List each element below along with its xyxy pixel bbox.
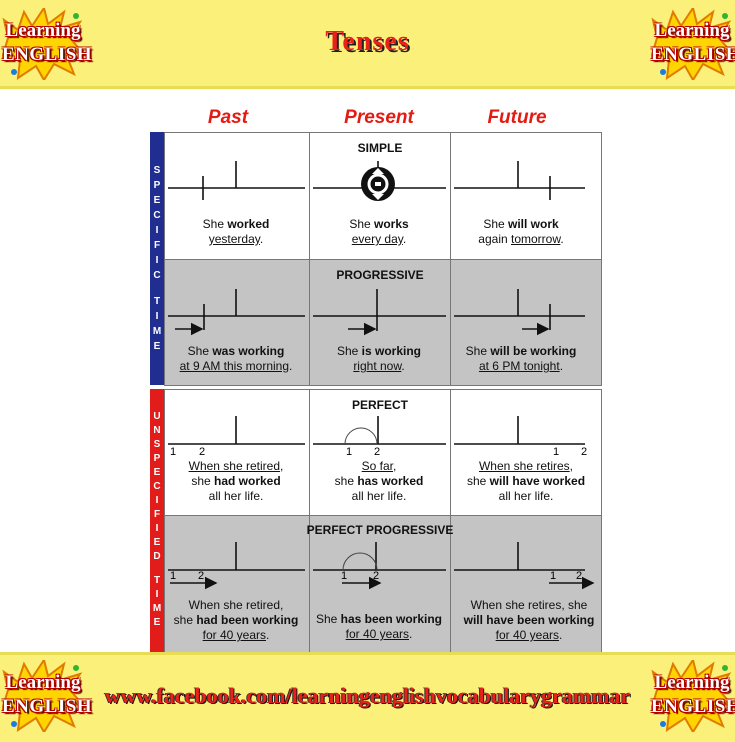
cell-progressive-future: [450, 259, 602, 386]
duration-arc: [344, 427, 378, 445]
logo-top-left: Learning ENGLISH: [2, 8, 93, 80]
mark-1: 1: [341, 570, 348, 582]
mark-1: 1: [170, 446, 177, 458]
facebook-url-link[interactable]: www.facebook.com/learningenglishvocabula…: [104, 683, 631, 708]
logo-word-1: Learning: [654, 672, 730, 693]
section-title-progressive: PROGRESSIVE: [336, 268, 424, 282]
section-title-perfect: PERFECT: [351, 398, 408, 412]
mark-2: 2: [373, 570, 380, 582]
mark-2: 2: [198, 570, 205, 582]
logo-top-right: Learning ENGLISH: [651, 8, 735, 80]
logo-word-2: ENGLISH: [651, 44, 735, 65]
mark-1: 1: [550, 570, 557, 582]
mark-1: 1: [170, 570, 177, 582]
cycle-arrows-icon: [361, 167, 395, 201]
cell-simple-past: [164, 132, 310, 260]
header-band: [0, 0, 735, 89]
logo-word-1: Learning: [5, 672, 81, 693]
unspecified-time-bar: [150, 389, 164, 652]
duration-arc: [342, 552, 378, 571]
mark-1: 1: [346, 446, 353, 458]
logo-bottom-left: Learning ENGLISH: [2, 660, 93, 732]
specific-time-bar: [150, 132, 164, 385]
logo-word-2: ENGLISH: [2, 696, 93, 717]
section-title-perfect-progressive: PERFECT PROGRESSIVE: [306, 523, 454, 537]
column-header-present: Present: [344, 107, 414, 128]
column-header-past: Past: [207, 107, 249, 128]
mark-2: 2: [576, 570, 583, 582]
cell-progressive-past: [164, 259, 310, 386]
logo-word-2: ENGLISH: [2, 44, 93, 65]
footer-band: [0, 652, 735, 742]
cell-perfect-progressive-past: [164, 515, 310, 653]
logo-word-1: Learning: [5, 20, 81, 41]
cell-simple-future: [450, 132, 602, 260]
logo-bottom-right: Learning ENGLISH: [651, 660, 735, 732]
column-header-future: Future: [487, 107, 547, 128]
mark-1: 1: [553, 446, 560, 458]
mark-2: 2: [581, 446, 588, 458]
mark-2: 2: [374, 446, 381, 458]
mark-2: 2: [199, 446, 206, 458]
page-title: Tenses: [325, 26, 410, 57]
section-title-simple: SIMPLE: [357, 141, 403, 155]
cell-perfect-progressive-future: [450, 515, 602, 653]
cell-perfect-present: [309, 389, 451, 516]
logo-word-1: Learning: [654, 20, 730, 41]
logo-word-2: ENGLISH: [651, 696, 735, 717]
